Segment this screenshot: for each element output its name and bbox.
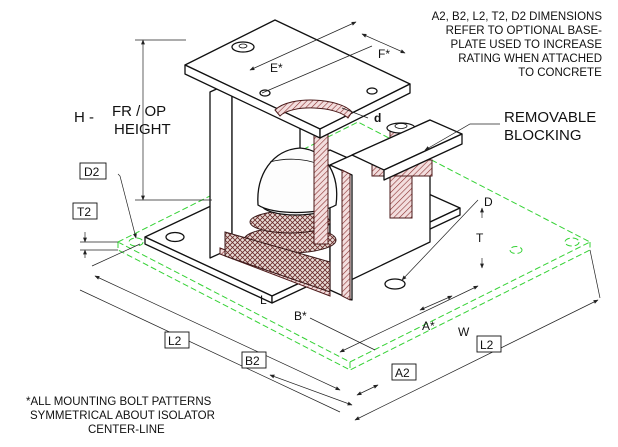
label-b-star: B*	[294, 309, 307, 323]
right-cover	[351, 119, 463, 181]
label-removable: REMOVABLE	[504, 109, 596, 126]
label-l2-left: L2	[168, 334, 182, 348]
baseplate-hole-left	[128, 237, 144, 247]
baseplate-note-3: PLATE USED TO INCREASE	[451, 39, 603, 51]
top-hole-left	[259, 89, 271, 97]
label-t: T	[476, 231, 484, 245]
baseplate-note-5: TO CONCRETE	[518, 67, 602, 79]
dimensions	[79, 21, 601, 421]
label-a-star: A*	[422, 319, 435, 333]
bolt-note-2: SYMMETRICAL ABOUT ISOLATOR	[30, 410, 215, 422]
label-e: E*	[270, 61, 283, 75]
top-bolt-head	[231, 41, 255, 53]
label-t2: T2	[77, 205, 91, 219]
d2-box	[79, 162, 107, 180]
baseplate-hole-right	[564, 237, 580, 247]
baseplate-hole-right-inner	[509, 246, 523, 254]
l2-right-box	[476, 335, 502, 353]
baseplate-note-4: RATING WHEN ATTACHED	[458, 53, 602, 65]
bolt-note-1: *ALL MOUNTING BOLT PATTERNS	[26, 396, 212, 408]
baseplate-note-2: REFER TO OPTIONAL BASE-	[446, 25, 603, 37]
label-a2: A2	[395, 366, 410, 380]
t2-box	[72, 202, 98, 220]
label-blocking: BLOCKING	[504, 127, 582, 144]
b2-box	[241, 351, 267, 369]
labels: F* E* H - FR / OP HEIGHT d REMOVABLE BLO…	[26, 11, 602, 436]
base-bolt-hole-right	[384, 278, 406, 290]
a2-box	[391, 363, 417, 381]
bolt-note-3: CENTER-LINE	[88, 424, 165, 436]
label-fr-op: FR / OP	[112, 103, 166, 120]
l2-left-box	[164, 331, 190, 349]
label-b2: B2	[245, 354, 260, 368]
top-plate	[184, 19, 411, 139]
label-l2-right: L2	[480, 338, 494, 352]
top-hole-right	[366, 87, 378, 95]
label-d-small: d	[374, 111, 381, 125]
label-d2: D2	[84, 165, 100, 179]
label-w: W	[458, 325, 470, 339]
baseplate-note-1: A2, B2, L2, T2, D2 DIMENSIONS	[432, 11, 603, 23]
label-f: F*	[378, 47, 390, 61]
label-d-big: D	[484, 195, 493, 209]
base-bolt-hole-left	[165, 231, 185, 243]
label-l: L	[260, 293, 267, 307]
label-height: HEIGHT	[114, 121, 171, 138]
label-h: H -	[74, 109, 94, 126]
